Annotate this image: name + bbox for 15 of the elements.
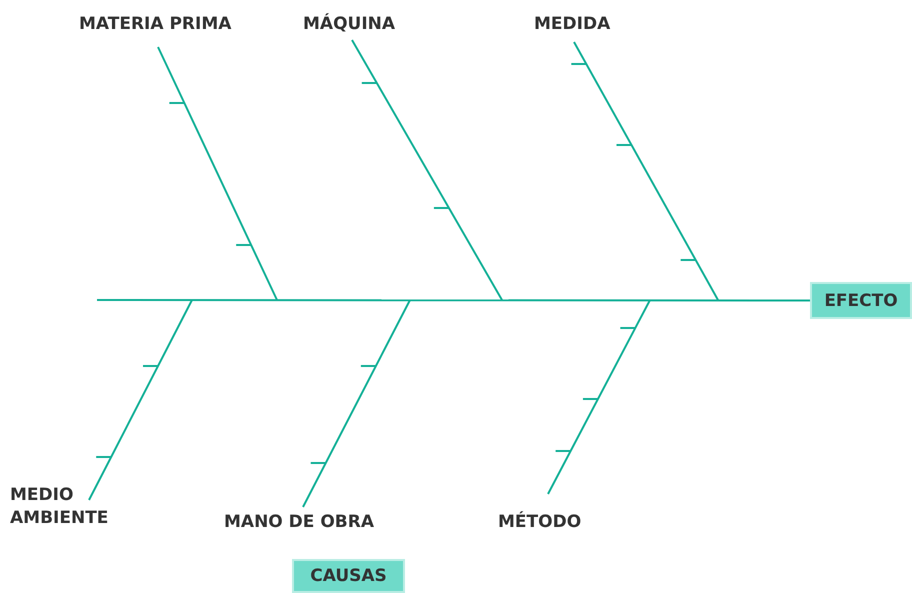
bone-line bbox=[351, 40, 503, 300]
category-label: MEDIDA bbox=[534, 13, 610, 36]
effect-box: EFECTO bbox=[810, 282, 912, 319]
bone-line bbox=[573, 42, 719, 300]
category-label: MATERIA PRIMA bbox=[79, 13, 232, 36]
category-label: MEDIO AMBIENTE bbox=[10, 484, 122, 530]
bone-line bbox=[547, 300, 651, 494]
category-label: MÁQUINA bbox=[303, 13, 396, 36]
causes-box: CAUSAS bbox=[292, 559, 405, 593]
category-label: MÉTODO bbox=[498, 511, 582, 534]
bone-line bbox=[302, 300, 411, 508]
bone-line bbox=[88, 300, 193, 500]
category-label: MANO DE OBRA bbox=[224, 511, 374, 534]
bone-line bbox=[157, 46, 278, 300]
spine-line bbox=[97, 299, 810, 302]
